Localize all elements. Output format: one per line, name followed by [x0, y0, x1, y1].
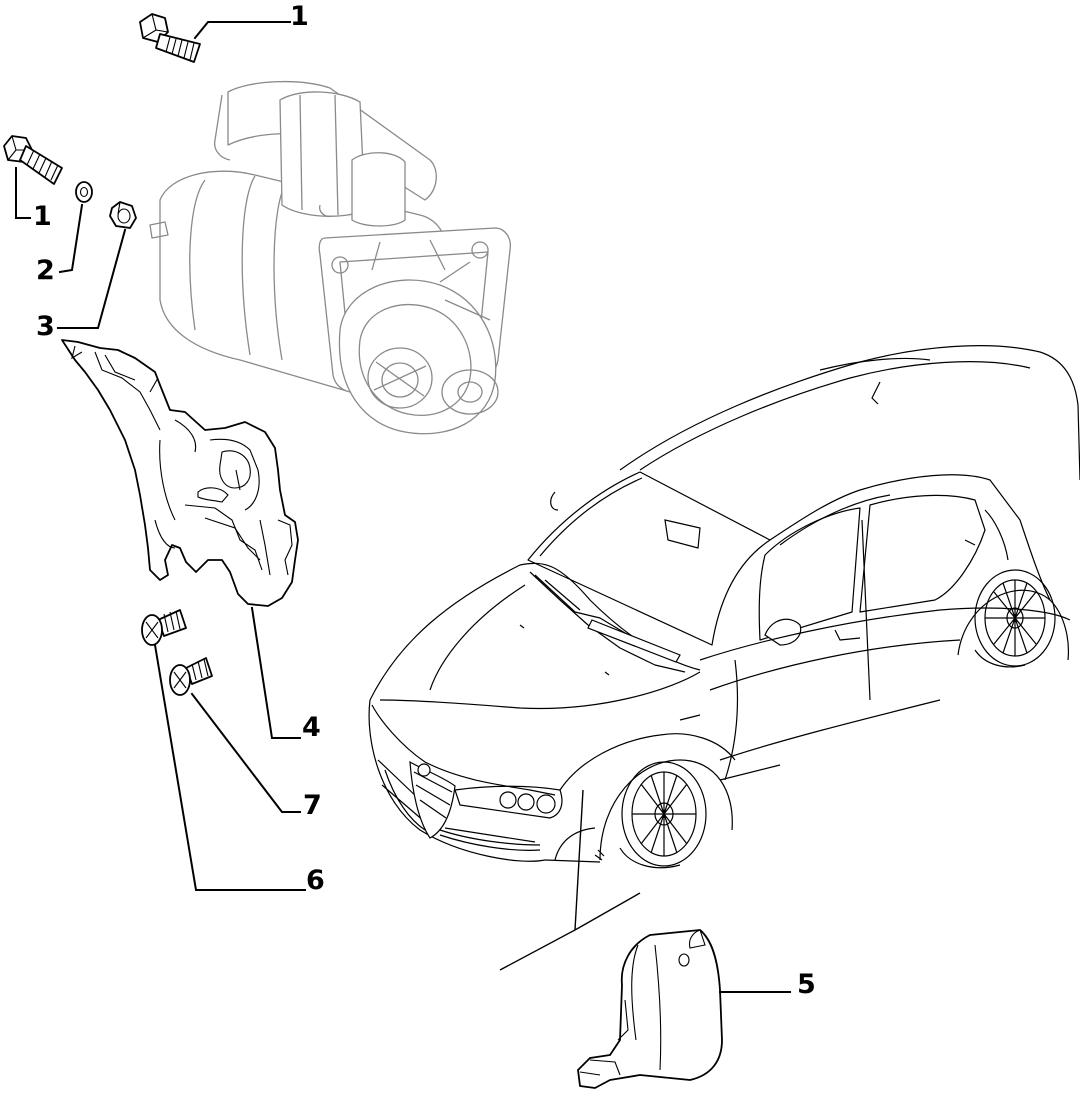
leader-line-1a [193, 21, 291, 40]
leader-line-6 [153, 643, 306, 891]
car-outline [368, 345, 1080, 869]
callout-5: 5 [797, 969, 816, 1000]
leader-line-2 [58, 203, 84, 274]
bolt-top [139, 13, 201, 63]
callout-2: 2 [36, 255, 55, 286]
car-pointer-line [499, 789, 641, 971]
callout-3: 3 [36, 311, 55, 342]
heat-shield [61, 339, 299, 607]
callout-1a: 1 [290, 1, 309, 32]
wheel-arch-liner [577, 929, 723, 1089]
starter-motor [149, 80, 511, 435]
nut [109, 201, 137, 229]
leader-line-7 [190, 692, 301, 813]
leader-line-4 [250, 606, 301, 739]
callout-7: 7 [303, 790, 322, 821]
callout-1b: 1 [33, 201, 52, 232]
leader-line-3 [57, 228, 127, 329]
bolt-left [3, 135, 63, 185]
callout-6: 6 [306, 865, 325, 896]
washer [75, 181, 93, 203]
screw-6 [141, 609, 187, 646]
screw-7 [169, 657, 213, 696]
leader-line-1b [15, 167, 31, 219]
callout-4: 4 [302, 712, 321, 743]
